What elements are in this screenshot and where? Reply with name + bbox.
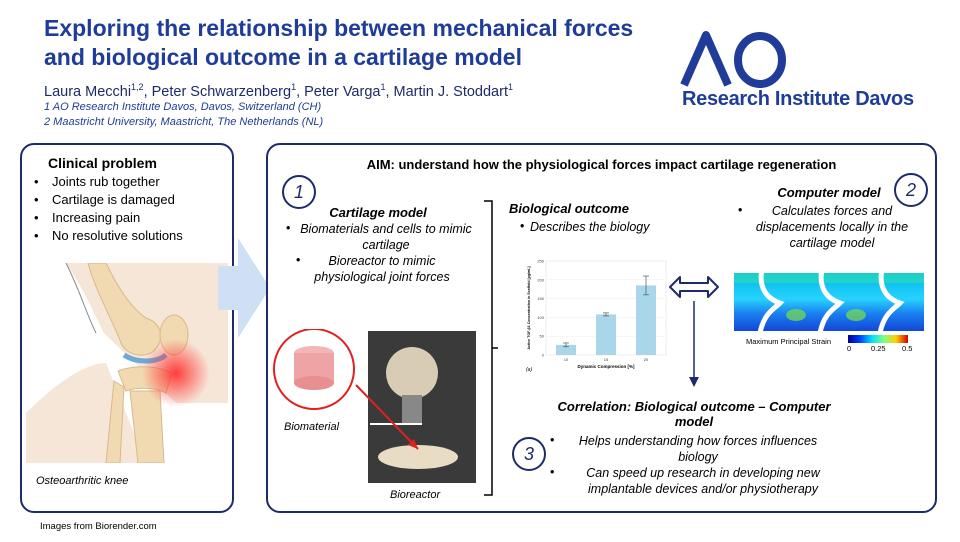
bullet: •: [286, 221, 291, 235]
right-arrow-icon: [218, 238, 270, 338]
panel-label: (a): [526, 367, 532, 373]
clinical-problem-list: Joints rub together Cartilage is damaged…: [30, 173, 183, 245]
knee-illustration: [26, 263, 228, 463]
correlation-title: Correlation: Biological outcome – Comput…: [557, 399, 831, 429]
author-list: Laura Mecchi1,2, Peter Schwarzenberg1, P…: [44, 82, 513, 100]
colorbar-tick: 0.5: [902, 344, 913, 353]
list-item: Joints rub together: [30, 173, 183, 191]
colorbar: [848, 335, 908, 343]
computer-model-item: Calculates forces and displacements loca…: [755, 204, 909, 250]
y-tick-label: 100: [537, 315, 544, 320]
bioreactor-caption: Bioreactor: [390, 489, 441, 501]
y-tick-label: 200: [537, 277, 544, 282]
colorbar-tick: 0: [847, 344, 852, 353]
author-name: Martin J. Stoddart: [393, 83, 508, 100]
y-tick-label: 150: [537, 296, 544, 301]
image-credit: Images from Biorender.com: [40, 521, 157, 532]
cartilage-item-2: Bioreactor to mimic physiological joint …: [314, 254, 450, 284]
author-affiliation-mark: 1: [291, 82, 297, 92]
colorbar-label: Maximum Principal Strain: [746, 337, 832, 346]
colorbar-tick: 0.25: [871, 344, 886, 353]
author-affiliation-mark: 1: [380, 82, 386, 92]
bullet: •: [296, 253, 301, 267]
bullet: •: [550, 465, 555, 479]
x-tick-label: 15: [604, 357, 609, 362]
author-name: Peter Schwarzenberg: [151, 83, 292, 100]
clinical-problem-title: Clinical problem: [48, 155, 157, 171]
strain-contour-map: [734, 269, 924, 333]
clinical-problem-panel: Clinical problem Joints rub together Car…: [20, 143, 234, 513]
bar: [636, 285, 656, 355]
author-affiliation-mark: 1: [507, 82, 513, 92]
ao-logo: [680, 31, 786, 88]
step-number-1: 1: [282, 175, 316, 209]
bar: [556, 344, 576, 355]
x-tick-label: 20: [644, 357, 649, 362]
author-affiliation-mark: 1,2: [131, 82, 144, 92]
poster-title: Exploring the relationship between mecha…: [44, 15, 634, 70]
x-axis-label: Dynamic Compression [%]: [577, 364, 635, 369]
bar: [596, 314, 616, 355]
computer-model-title: Computer model: [777, 185, 881, 200]
list-item: Cartilage is damaged: [30, 191, 183, 209]
y-axis-label: Active TGF-β1 Concentration in Scaffold …: [527, 266, 531, 349]
bidirectional-arrow-icon: [669, 276, 719, 298]
biological-outcome-item: Describes the biology: [530, 220, 650, 234]
cartilage-item-1: Biomaterials and cells to mimic cartilag…: [300, 222, 472, 252]
aim-panel: AIM: understand how the physiological fo…: [266, 143, 937, 513]
list-item: Increasing pain: [30, 209, 183, 227]
author-name: Laura Mecchi: [44, 83, 132, 100]
step-number-2: 2: [894, 173, 928, 207]
step-number-3: 3: [512, 437, 546, 471]
y-tick-label: 250: [537, 259, 544, 264]
x-tick-label: 10: [564, 357, 569, 362]
biomaterial-caption: Biomaterial: [284, 421, 340, 433]
biological-outcome-title: Biological outcome: [509, 201, 629, 216]
bullet: •: [738, 203, 743, 217]
knee-caption: Osteoarthritic knee: [36, 475, 129, 487]
affiliation-1: 1 AO Research Institute Davos, Davos, Sw…: [44, 101, 322, 113]
bracket: [484, 200, 498, 496]
aim-statement: AIM: understand how the physiological fo…: [366, 157, 837, 172]
y-tick-label: 50: [540, 334, 545, 339]
bullet: •: [520, 219, 525, 233]
correlation-item-1: Helps understanding how forces influence…: [578, 434, 818, 464]
affiliation-2: 2 Maastricht University, Maastricht, The…: [44, 116, 324, 128]
cartilage-model-title: Cartilage model: [329, 205, 427, 220]
author-name: Peter Varga: [304, 83, 381, 100]
cartilage-model-images: [273, 329, 476, 483]
list-item: No resolutive solutions: [30, 227, 183, 245]
y-tick-label: 0: [542, 353, 545, 358]
correlation-item-2: Can speed up research in developing new …: [586, 466, 820, 496]
logo-text: Research Institute Davos: [682, 88, 914, 110]
down-arrow-icon: [689, 301, 699, 387]
bullet: •: [550, 433, 555, 447]
